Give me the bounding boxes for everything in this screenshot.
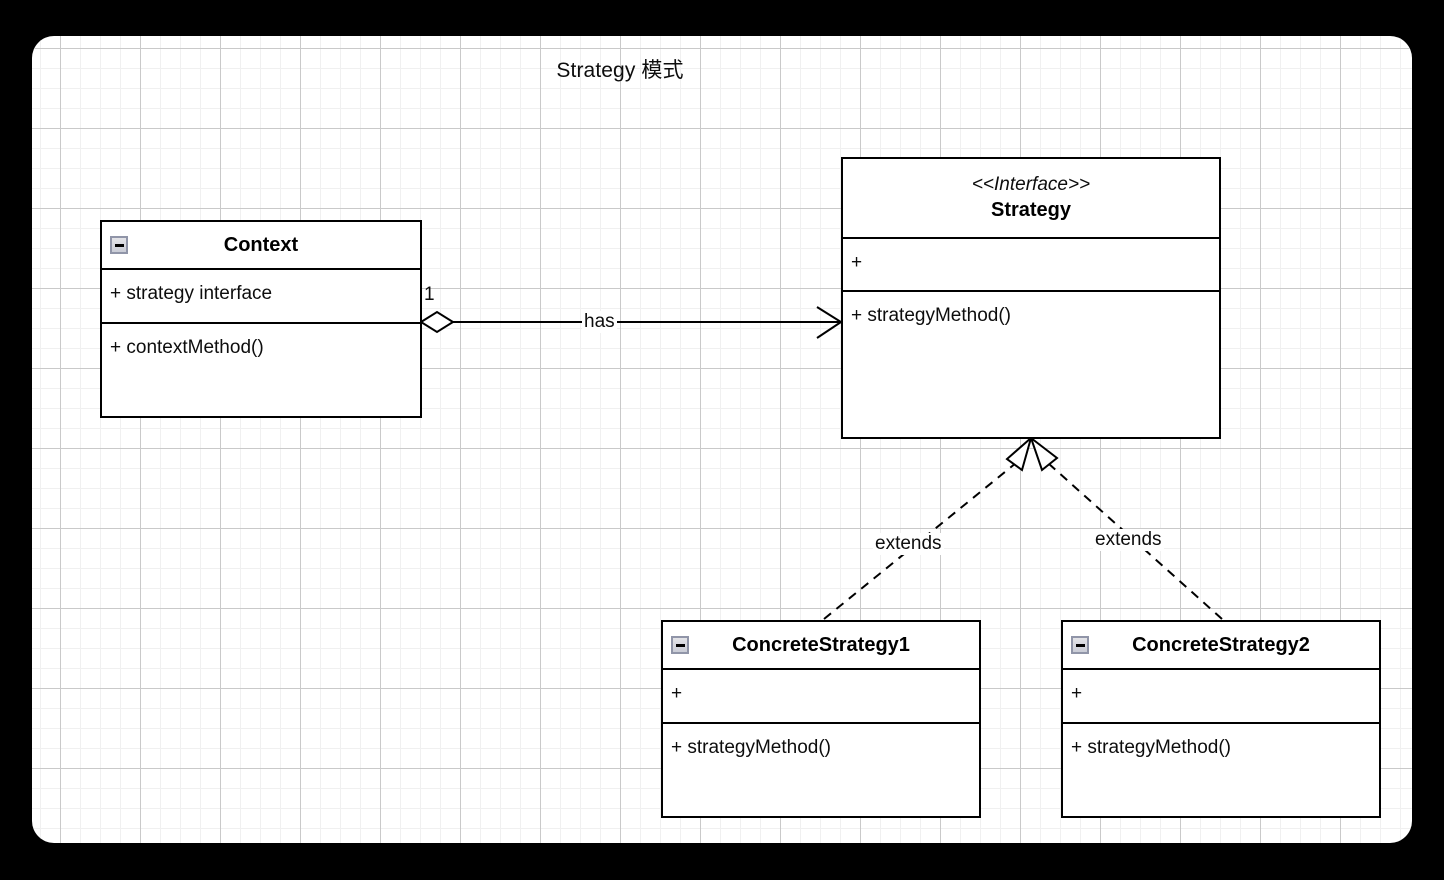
class-box-concrete-strategy-2[interactable]: ConcreteStrategy2 + + strategyMethod() — [1061, 620, 1381, 818]
class-box-context[interactable]: Context + strategy interface + contextMe… — [100, 220, 422, 418]
collapse-minus-icon[interactable] — [1071, 636, 1089, 654]
method-item: + strategyMethod() — [851, 305, 1011, 326]
attribute-compartment-concrete2: + — [1063, 670, 1379, 724]
attribute-item: + — [1071, 683, 1083, 704]
class-header-context: Context — [102, 222, 420, 270]
class-name-strategy: Strategy — [990, 198, 1072, 221]
class-name-concrete2: ConcreteStrategy2 — [1132, 634, 1310, 656]
attribute-item: + strategy interface — [110, 283, 273, 304]
method-compartment-context: + contextMethod() — [102, 324, 420, 416]
realization-label-left: extends — [873, 533, 944, 555]
class-name-context: Context — [223, 234, 299, 256]
class-stereotype-strategy: <<Interface>> — [971, 174, 1091, 196]
collapse-minus-icon[interactable] — [110, 236, 128, 254]
realization-label-right: extends — [1093, 529, 1164, 551]
method-item: + contextMethod() — [110, 337, 264, 358]
attribute-item: + — [851, 252, 863, 273]
attribute-compartment-context: + strategy interface — [102, 270, 420, 324]
class-header-concrete2: ConcreteStrategy2 — [1063, 622, 1379, 670]
class-box-strategy[interactable]: <<Interface>> Strategy + + strategyMetho… — [841, 157, 1221, 439]
attribute-item: + — [671, 683, 683, 704]
class-header-concrete1: ConcreteStrategy1 — [663, 622, 979, 670]
class-box-concrete-strategy-1[interactable]: ConcreteStrategy1 + + strategyMethod() — [661, 620, 981, 818]
multiplicity-label-source: 1 — [424, 284, 435, 305]
class-name-concrete1: ConcreteStrategy1 — [732, 634, 910, 656]
class-header-strategy: <<Interface>> Strategy — [843, 159, 1219, 239]
attribute-compartment-strategy: + — [843, 239, 1219, 292]
method-compartment-concrete2: + strategyMethod() — [1063, 724, 1379, 816]
method-compartment-concrete1: + strategyMethod() — [663, 724, 979, 816]
method-item: + strategyMethod() — [1071, 737, 1231, 758]
method-item: + strategyMethod() — [671, 737, 831, 758]
attribute-compartment-concrete1: + — [663, 670, 979, 724]
collapse-minus-icon[interactable] — [671, 636, 689, 654]
aggregation-label: has — [582, 311, 617, 333]
diagram-title: Strategy 模式 — [556, 59, 684, 82]
method-compartment-strategy: + strategyMethod() — [843, 292, 1219, 437]
